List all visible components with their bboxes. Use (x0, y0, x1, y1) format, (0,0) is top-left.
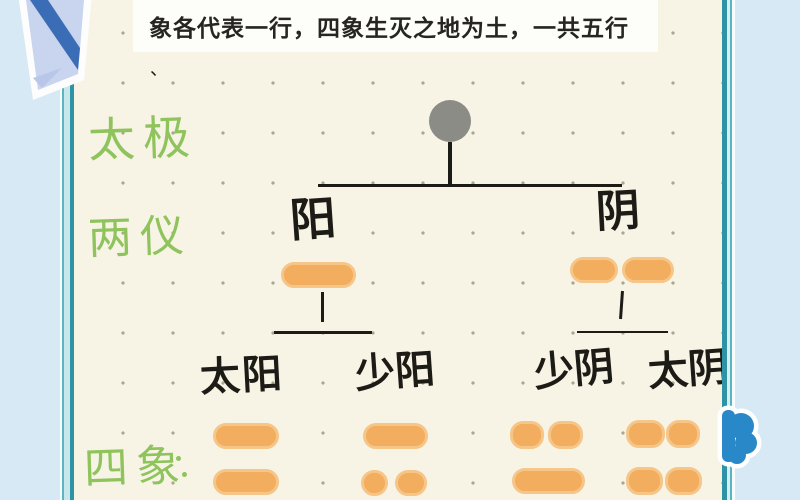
node-label-shaoyin: 少阴 (532, 343, 616, 397)
taiyin-bottom-bar-left (626, 467, 663, 495)
stage-label-taiji: 太极 (87, 110, 199, 169)
stage-label-liangyi: 两仪 (87, 210, 193, 265)
taiyang-bottom-bar (213, 469, 279, 495)
taiyin-bottom-bar-right (665, 467, 702, 495)
yin-line-bar-left (570, 257, 618, 283)
handwritten-tick: 、 (150, 59, 168, 80)
shaoyang-bottom-bar-right (395, 470, 427, 496)
tree-connector-vertical-root (448, 142, 452, 186)
yin-line-bar-right (622, 257, 674, 283)
frame-left-border (60, 0, 78, 500)
taiyang-top-bar (213, 423, 279, 449)
node-label-yang: 阳 (288, 190, 338, 248)
shaoyin-top-bar-right (548, 421, 583, 449)
node-label-yin: 阴 (594, 184, 642, 239)
paper-plane-icon (18, 0, 92, 100)
stage-label-sixiang: 四象 (83, 440, 189, 495)
sparkle-dot (176, 456, 181, 461)
taiyin-top-bar-left (626, 420, 665, 448)
frame-right-border (722, 0, 740, 500)
node-label-taiyin: 太阴 (646, 344, 730, 396)
caption-band: 象各代表一行，四象生灭之地为土，一共五行 (133, 0, 658, 52)
taiyin-top-bar-right (666, 420, 700, 448)
tree-connector-horizontal-yang (274, 331, 372, 334)
caption-text: 象各代表一行，四象生灭之地为土，一共五行 (149, 16, 629, 42)
shaoyin-top-bar-left (510, 421, 544, 449)
yang-line-bar (281, 262, 356, 288)
shaoyang-top-bar (363, 423, 428, 449)
notebook-page (78, 0, 722, 500)
shaoyin-bottom-bar (512, 468, 585, 494)
tree-connector-horizontal-level1 (318, 184, 622, 187)
taiji-circle (429, 100, 471, 142)
node-label-taiyang: 太阳 (198, 350, 286, 402)
clover-icon (717, 405, 762, 469)
tree-connector-vertical-yang (321, 292, 324, 322)
shaoyang-bottom-bar-left (361, 470, 388, 496)
sparkle-dot (182, 472, 187, 477)
tree-connector-horizontal-yin (577, 331, 668, 333)
node-label-shaoyang: 少阳 (353, 346, 437, 398)
